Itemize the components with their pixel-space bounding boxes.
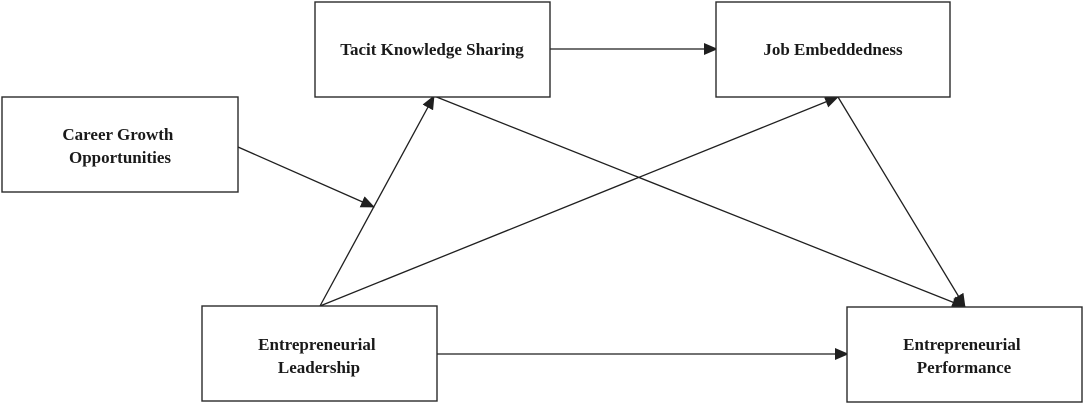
node-tacit-knowledge-sharing: Tacit Knowledge Sharing xyxy=(314,1,551,98)
svg-text:Entrepreneurial Leadersh: Entrepreneurial Leadership xyxy=(258,335,380,377)
edge-tks-to-ep xyxy=(433,95,966,308)
node-entrepreneurial-performance: Entrepreneurial Performance xyxy=(846,306,1083,403)
node-label-line: Job Embeddedness xyxy=(763,40,903,59)
node-job-embeddedness: Job Embeddedness xyxy=(715,1,951,98)
svg-text:Job Embeddedness: Job Embeddedness xyxy=(763,40,903,59)
edge-el-to-tks xyxy=(319,95,435,307)
node-label-line: Tacit Knowledge Sharing xyxy=(340,40,524,59)
node-label-line: Opportunities xyxy=(69,148,171,167)
node-label-line: Performance xyxy=(917,358,1012,377)
svg-text:Tacit Knowledge Sharing: Tacit Knowledge Sharing xyxy=(340,40,524,59)
edge-el-to-je xyxy=(319,96,839,307)
node-career-growth-opportunities: Career Growth Opportunities xyxy=(1,96,239,193)
node-label-line: Entrepreneurial xyxy=(903,335,1021,354)
node-label-line: Career Growth xyxy=(62,125,173,144)
node-label-line: Entrepreneurial xyxy=(258,335,376,354)
node-entrepreneurial-leadership: Entrepreneurial Leadership xyxy=(201,305,438,402)
edge-je-to-ep xyxy=(837,96,966,308)
edge-cgo-moderation xyxy=(237,146,375,208)
svg-text:Career Growth Opportunit: Career Growth Opportunities xyxy=(62,125,177,167)
edges xyxy=(237,43,966,360)
svg-text:Entrepreneurial Performa: Entrepreneurial Performance xyxy=(903,335,1025,377)
node-label-line: Leadership xyxy=(278,358,360,377)
